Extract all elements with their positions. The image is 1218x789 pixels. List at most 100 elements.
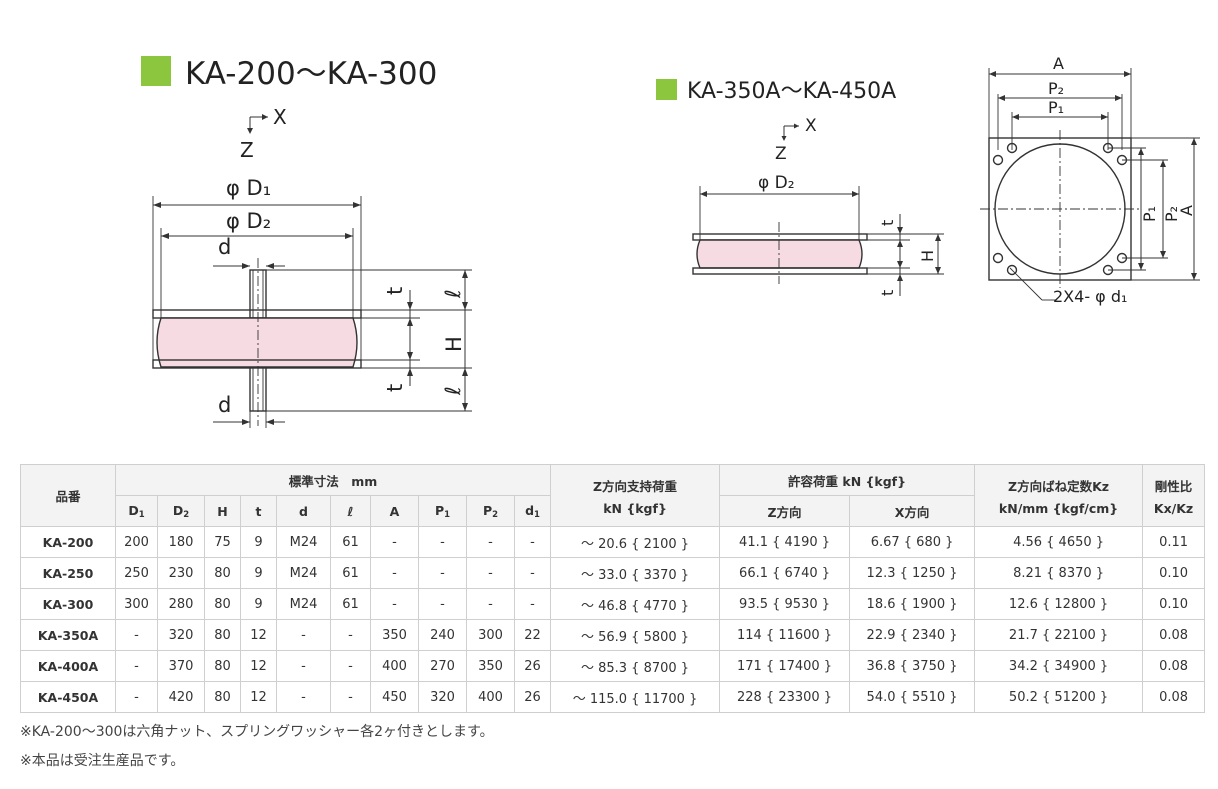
note-line: ※本品は受注生産品です。 [20,753,185,769]
cell-kz: 34.2 { 34900 } [974,650,1144,682]
cell-t: 12 [240,681,277,713]
cell-p2: 300 [466,619,515,651]
cell-d1: 200 [115,526,158,558]
header-col-p1: P1 [418,495,467,527]
cell-ratio: 0.08 [1142,650,1206,682]
left-dim-l-top-label: ℓ [441,289,465,299]
left-dim-t-top-label: t [383,287,407,295]
cell-d1: - [115,681,158,713]
cell-d1: - [513,557,552,589]
cell-xallow: 18.6 { 1900 } [849,588,976,620]
plan-dim-p2-side-label: P₂ [1162,206,1181,222]
right-bottom-plate [692,267,868,275]
header-z-support: Z方向支持荷重 kN {kgf} [550,464,721,527]
cell-d2: 320 [157,619,205,651]
plan-dim-a-top-label: A [1053,54,1064,73]
cell-d1: 250 [115,557,158,589]
spec-table: 品番 標準寸法 mm Z方向支持荷重 kN {kgf} 許容荷重 kN {kgf… [20,464,1206,713]
cell-model: KA-400A [20,650,116,682]
header-z-support-title: Z方向支持荷重 [592,478,678,494]
cell-model: KA-200 [20,526,116,558]
hole-icon [1006,264,1018,276]
header-stiff-ratio: 剛性比 Kx/Kz [1142,464,1206,527]
left-dim-d-top: d [213,235,285,269]
header-col-d: d [276,495,331,527]
cell-t: 9 [240,557,277,589]
cell-zsupport: ～ 85.3 { 8700 } [550,650,721,682]
cell-a: 400 [370,650,419,682]
right-rubber-body [696,239,863,269]
right-dim-h-label: H [918,250,937,262]
cell-l: - [330,681,371,713]
notes: ※KA-200～300は六角ナット、スプリングワッシャー各2ヶ付きとします。 ※… [20,718,494,776]
header-z-spring-title: Z方向ばね定数Kz [1008,478,1110,494]
header-stiff-ratio-title: 剛性比 [1154,478,1193,494]
cell-d1: - [513,588,552,620]
cell-p1: 270 [418,650,467,682]
cell-d: M24 [276,557,331,589]
cell-p2: - [466,588,515,620]
header-stiff-ratio-unit: Kx/Kz [1153,500,1194,516]
technical-drawings: KA-200～KA-300 X Z φ D₁ φ D₂ d [141,54,1200,428]
cell-d1: 26 [513,681,552,713]
cell-p1: 240 [418,619,467,651]
cell-xallow: 36.8 { 3750 } [849,650,976,682]
hole-icon [992,252,1004,264]
cell-h: 80 [204,650,241,682]
cell-a: 450 [370,681,419,713]
header-x-dir: X方向 [849,495,976,527]
header-col-l: ℓ [330,495,371,527]
right-axis-z-label: Z [775,144,787,164]
cell-p1: - [418,526,467,558]
cell-p1: - [418,588,467,620]
cell-d2: 370 [157,650,205,682]
cell-d1: 26 [513,650,552,682]
cell-l: 61 [330,588,371,620]
left-dim-d2-label: φ D₂ [226,209,271,233]
cell-d: M24 [276,588,331,620]
cell-l: - [330,619,371,651]
cell-d: - [276,650,331,682]
cell-xallow: 54.0 { 5510 } [849,681,976,713]
cell-model: KA-300 [20,588,116,620]
cell-ratio: 0.08 [1142,619,1206,651]
cell-zsupport: ～ 20.6 { 2100 } [550,526,721,558]
cell-d1: 300 [115,588,158,620]
right-drawing-title: KA-350A～KA-450A [687,79,896,104]
cell-kz: 4.56 { 4650 } [974,526,1144,558]
header-col-d1: D1 [115,495,158,527]
cell-t: 9 [240,526,277,558]
cell-l: 61 [330,557,371,589]
cell-xallow: 22.9 { 2340 } [849,619,976,651]
cell-model: KA-450A [20,681,116,713]
header-z-spring-unit: kN/mm {kgf/cm} [998,500,1119,516]
header-col-p2: P2 [466,495,515,527]
hole-icon [992,154,1004,166]
cell-kz: 12.6 { 12800 } [974,588,1144,620]
cell-zallow: 41.1 { 4190 } [719,526,851,558]
cell-d2: 180 [157,526,205,558]
plan-dim-p1-top-label: P₁ [1048,98,1064,117]
cell-model: KA-350A [20,619,116,651]
left-dim-t-bottom-label: t [383,384,407,392]
right-dim-d2: φ D₂ [699,173,860,240]
cell-kz: 8.21 { 8370 } [974,557,1144,589]
header-z-spring: Z方向ばね定数Kz kN/mm {kgf/cm} [974,464,1144,527]
cell-p1: 320 [418,681,467,713]
header-col-d2: D2 [157,495,205,527]
cell-t: 12 [240,650,277,682]
cell-zsupport: ～ 56.9 { 5800 } [550,619,721,651]
cell-d1: - [115,650,158,682]
cell-zsupport: ～ 46.8 { 4770 } [550,588,721,620]
right-axis-x-label: X [805,116,817,136]
cell-h: 80 [204,681,241,713]
cell-xallow: 12.3 { 1250 } [849,557,976,589]
cell-a: - [370,588,419,620]
cell-p2: 350 [466,650,515,682]
left-drawing-title: KA-200～KA-300 [185,56,437,92]
